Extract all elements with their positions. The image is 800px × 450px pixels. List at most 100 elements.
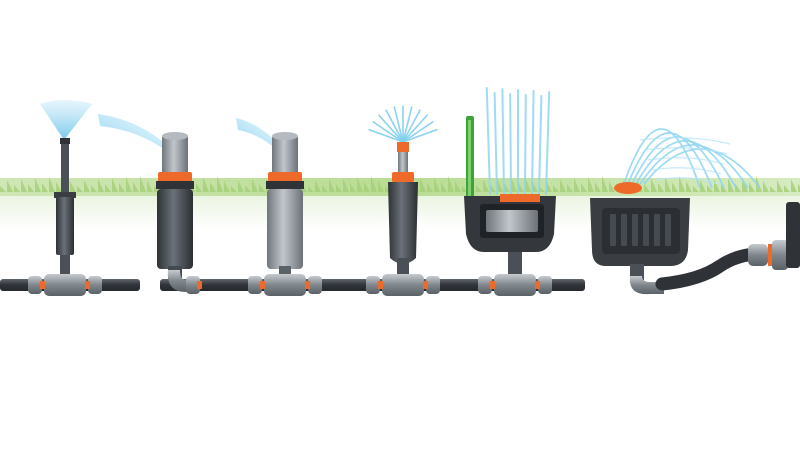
rotor-turret bbox=[272, 136, 298, 174]
tee-fitting bbox=[248, 274, 322, 296]
housing-rib bbox=[621, 214, 627, 246]
arc-stream bbox=[643, 147, 728, 155]
spray-stream bbox=[385, 109, 404, 143]
riser-connector bbox=[508, 252, 522, 276]
arc-stream bbox=[635, 140, 737, 189]
elbow-fitting bbox=[629, 276, 664, 295]
water-jet bbox=[485, 87, 491, 195]
spray-stream bbox=[402, 109, 421, 143]
housing-rib bbox=[610, 214, 616, 246]
riser-connector bbox=[397, 258, 409, 278]
multi-stream-pop-up-sprinkler bbox=[366, 105, 440, 296]
coupling-right bbox=[538, 276, 552, 294]
partial-device-edge bbox=[786, 202, 800, 268]
orange-clip bbox=[260, 281, 265, 289]
vertical-jets-icon bbox=[485, 87, 551, 195]
supply-hose bbox=[655, 247, 767, 291]
spray-stream bbox=[402, 128, 438, 143]
arc-stream bbox=[639, 137, 731, 145]
orange-clip bbox=[535, 281, 540, 289]
housing-ribs bbox=[610, 214, 671, 246]
arc-stream bbox=[623, 128, 701, 189]
oscillating-sprinkler-on-hose bbox=[590, 128, 800, 295]
tee-fitting bbox=[366, 274, 440, 296]
orange-clip bbox=[490, 281, 495, 289]
riser-connector bbox=[60, 255, 70, 279]
coupling-right bbox=[186, 276, 200, 294]
spray-stream bbox=[368, 128, 404, 143]
arc-stream bbox=[639, 144, 749, 189]
rotor-top bbox=[162, 132, 188, 140]
tee-fitting bbox=[28, 274, 102, 296]
sprinkler-body bbox=[388, 182, 418, 264]
water-jet bbox=[531, 90, 535, 195]
body-cap bbox=[156, 181, 194, 189]
gear-rotor-sprinkler-grey bbox=[236, 118, 322, 296]
arc-stream bbox=[651, 167, 722, 175]
spray-stream bbox=[372, 121, 404, 143]
gear-rotor-sprinkler bbox=[98, 114, 202, 294]
orange-clip bbox=[40, 281, 45, 289]
spray-stream bbox=[402, 121, 434, 143]
arc-stream bbox=[647, 157, 725, 165]
lever-highlight bbox=[468, 120, 471, 196]
coupling-left bbox=[248, 276, 262, 294]
hose-coupling bbox=[748, 244, 768, 266]
orange-clip bbox=[768, 244, 773, 266]
housing-rib bbox=[654, 214, 660, 246]
coupling-left bbox=[366, 276, 380, 294]
sprinkler-body bbox=[267, 189, 303, 269]
orange-collar bbox=[392, 172, 414, 182]
orange-clip bbox=[85, 281, 90, 289]
fan-spray-icon bbox=[368, 105, 438, 143]
arc-stream bbox=[655, 177, 719, 185]
coupling-right bbox=[308, 276, 322, 294]
pop-up-spray-nozzle-head bbox=[28, 100, 102, 296]
sprinkler-body bbox=[157, 189, 193, 269]
hose-connector bbox=[772, 240, 788, 270]
coupling-right bbox=[88, 276, 102, 294]
housing-rib bbox=[632, 214, 638, 246]
water-jet bbox=[538, 95, 543, 195]
nozzle-cap bbox=[397, 142, 409, 152]
tee-body bbox=[44, 274, 86, 296]
water-jet bbox=[493, 92, 498, 195]
orange-nozzle bbox=[614, 182, 642, 194]
nozzle-tip bbox=[60, 138, 70, 144]
water-jet bbox=[509, 93, 512, 195]
coupling-right bbox=[426, 276, 440, 294]
sprinkler-body bbox=[56, 197, 74, 255]
orange-clip bbox=[197, 281, 202, 289]
tee-body bbox=[494, 274, 536, 296]
body-cap bbox=[54, 192, 76, 198]
spray-cone-icon bbox=[40, 100, 92, 140]
housing-rib bbox=[665, 214, 671, 246]
spray-stream bbox=[402, 114, 428, 143]
orange-collar bbox=[158, 172, 192, 182]
rotor-top bbox=[272, 132, 298, 140]
tee-body bbox=[382, 274, 424, 296]
water-jet bbox=[501, 88, 505, 195]
tee-fitting bbox=[478, 274, 552, 296]
oscillating-drum bbox=[486, 210, 538, 232]
body-cap bbox=[266, 181, 304, 189]
spray-stream bbox=[393, 106, 404, 143]
spray-stream bbox=[378, 114, 404, 143]
orange-clip bbox=[378, 281, 383, 289]
arc-stream bbox=[631, 136, 725, 189]
riser-stem bbox=[398, 152, 408, 172]
rotor-jet-icon bbox=[98, 114, 170, 152]
orange-nozzle-bar bbox=[500, 194, 540, 202]
water-jet bbox=[524, 94, 527, 195]
rotor-turret bbox=[162, 136, 188, 174]
spray-stream bbox=[402, 106, 413, 143]
coupling-left bbox=[28, 276, 42, 294]
arc-stream bbox=[627, 132, 713, 189]
orange-clip bbox=[423, 281, 428, 289]
pop-up-oscillating-sprinkler bbox=[464, 87, 556, 296]
coupling-left bbox=[478, 276, 492, 294]
tee-body bbox=[264, 274, 306, 296]
arc-spray-icon bbox=[623, 128, 761, 189]
